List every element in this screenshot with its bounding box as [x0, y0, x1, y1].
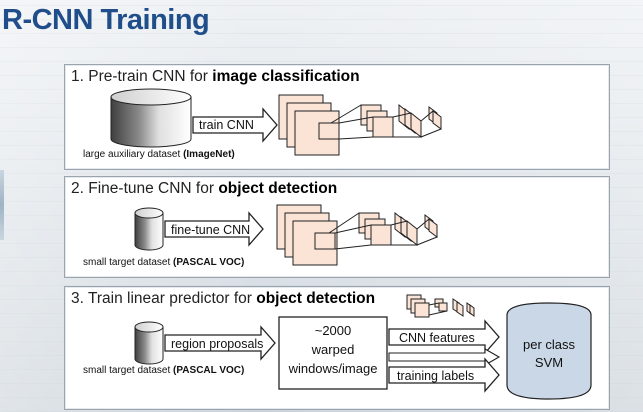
step-3-title-bold: object detection — [256, 290, 376, 307]
training-labels-arrow: training labels — [388, 357, 500, 393]
step-1-title: 1. Pre-train CNN for image classificatio… — [71, 68, 360, 86]
middle-arrow — [388, 348, 501, 366]
cnn-network-2 — [276, 204, 438, 266]
step-3-diagram: region proposals ~2000 warped windows/im… — [134, 294, 592, 400]
step-3-dataset-text: small target dataset — [83, 365, 171, 376]
step-3-title-prefix: Train linear predictor for — [87, 290, 252, 307]
step-1-title-bold: image classification — [212, 68, 360, 85]
cnn-features-label: CNN features — [399, 331, 475, 345]
step-1-diagram: train CNN — [110, 88, 442, 156]
training-labels-label: training labels — [397, 369, 474, 383]
step-3-number: 3. — [71, 290, 84, 307]
step-2-title: 2. Fine-tune CNN for object detection — [71, 180, 337, 198]
slide-title: R-CNN Training — [2, 4, 210, 36]
step-2-dataset-text: small target dataset — [83, 257, 171, 268]
fine-tune-cnn-label: fine-tune CNN — [171, 223, 250, 237]
fine-tune-cnn-arrow: fine-tune CNN — [164, 211, 264, 247]
step-1-dataset-text: large auxiliary dataset — [83, 149, 181, 160]
step-2-title-bold: object detection — [218, 180, 338, 197]
step-3-dataset-caption: small target dataset (PASCAL VOC) — [83, 365, 244, 376]
decorative-ribbon — [0, 170, 4, 240]
step-2-panel: 2. Fine-tune CNN for object detection fi… — [64, 176, 610, 278]
dataset-cylinder-large — [110, 88, 192, 148]
warped-line-2: warped — [311, 342, 355, 357]
train-cnn-arrow: train CNN — [192, 107, 278, 143]
warped-line-1: ~2000 — [315, 323, 352, 338]
step-2-diagram: fine-tune CNN — [134, 204, 438, 266]
step-2-dataset-name: (PASCAL VOC) — [173, 257, 245, 268]
dataset-cylinder-small-2 — [134, 321, 164, 365]
step-2-dataset-caption: small target dataset (PASCAL VOC) — [83, 257, 244, 268]
step-2-number: 2. — [71, 180, 84, 197]
step-3-panel: 3. Train linear predictor for object det… — [64, 286, 610, 410]
step-1-panel: 1. Pre-train CNN for image classificatio… — [64, 64, 610, 170]
svm-line-1: per class — [523, 337, 576, 352]
region-proposals-label: region proposals — [171, 337, 263, 351]
svm-line-2: SVM — [535, 355, 563, 370]
step-1-dataset-caption: large auxiliary dataset (ImageNet) — [83, 149, 235, 160]
warped-windows-box: ~2000 warped windows/image — [278, 316, 388, 390]
step-1-dataset-name: (ImageNet) — [183, 149, 235, 160]
region-proposals-arrow: region proposals — [164, 325, 276, 361]
dataset-cylinder-small — [134, 207, 164, 251]
train-cnn-label: train CNN — [199, 118, 254, 132]
step-1-title-prefix: Pre-train CNN for — [88, 68, 208, 85]
step-3-title: 3. Train linear predictor for object det… — [71, 290, 375, 308]
cnn-features-arrow: CNN features — [388, 319, 500, 355]
step-3-dataset-name: (PASCAL VOC) — [173, 365, 245, 376]
cnn-network-1 — [278, 94, 442, 156]
step-2-title-prefix: Fine-tune CNN for — [88, 180, 215, 197]
step-1-number: 1. — [71, 68, 84, 85]
warped-line-3: windows/image — [288, 361, 378, 376]
cnn-network-3 — [406, 294, 475, 318]
svm-node: per class SVM — [506, 302, 592, 400]
